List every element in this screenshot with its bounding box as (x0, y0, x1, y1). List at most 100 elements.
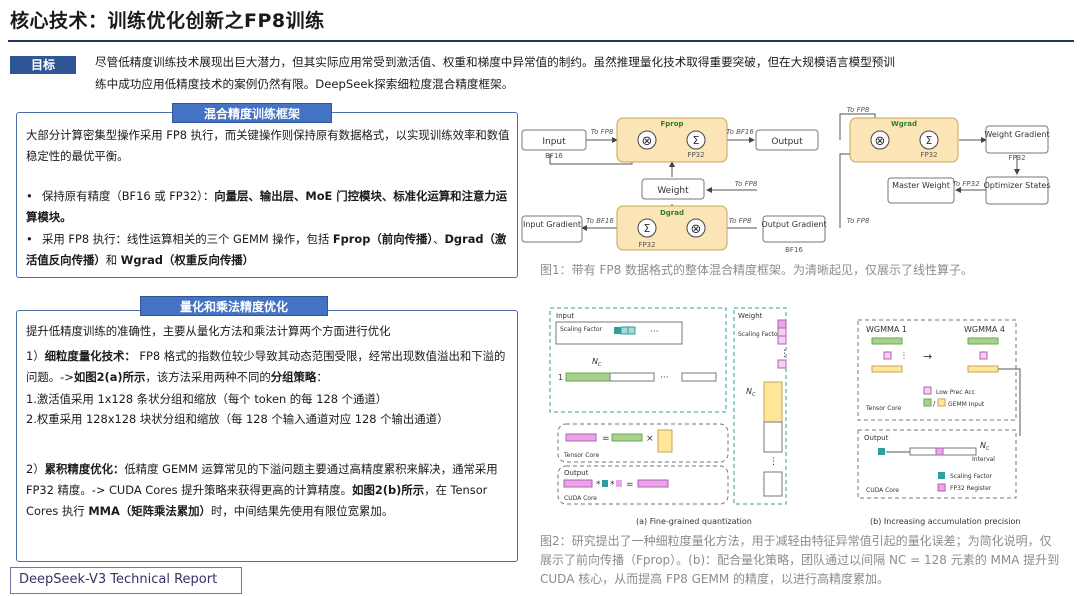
input-gradient-box (521, 215, 583, 243)
svg-text:Dgrad: Dgrad (660, 209, 684, 217)
footer-source: DeepSeek-V3 Technical Report (10, 567, 242, 594)
figure-2-diagram: Input Scaling Factor ··· N C 1 ··· Weigh… (549, 307, 1021, 526)
figure-1-diagram: ⊗ Σ ⊗ Σ Σ ⊗ Fprop Wgrad Dgrad FP32 FP32 … (521, 106, 1051, 254)
svg-text:×: × (646, 434, 654, 444)
svg-text:FP32 Register: FP32 Register (950, 485, 992, 492)
svg-text:⋮: ⋮ (780, 349, 789, 359)
svg-text:N: N (592, 357, 598, 366)
quantization-tag: 量化和乘法精度优化 (140, 296, 328, 316)
output-box (755, 129, 819, 151)
wgrad-block (849, 117, 959, 163)
goal-line-2: 练中成功应用低精度技术的案例仍然有限。DeepSeek探索细粒度混合精度框架。 (95, 77, 514, 91)
svg-text:BF16: BF16 (785, 246, 803, 254)
accumulation-text: 2）累积精度优化：低精度 GEMM 运算常见的下溢问题主要通过高精度累积来解决，… (26, 462, 498, 518)
svg-text:=: = (602, 434, 610, 444)
dgrad-mul: ⊗ (691, 222, 702, 237)
figure-1-caption: 图1：带有 FP8 数据格式的整体混合精度框架。为清晰起见，仅展示了线性算子。 (540, 263, 974, 277)
optimizer-states-box (985, 176, 1049, 205)
svg-text:Scaling Factor: Scaling Factor (560, 326, 603, 333)
svg-text:Scaling Factor: Scaling Factor (738, 331, 781, 338)
svg-text:Weight: Weight (657, 186, 689, 196)
svg-text:C: C (986, 446, 990, 452)
svg-text:FP32: FP32 (638, 241, 655, 249)
svg-text:⋮: ⋮ (900, 351, 908, 360)
svg-text:CUDA Core: CUDA Core (866, 487, 899, 494)
svg-text:Wgrad: Wgrad (891, 120, 917, 128)
svg-text:=: = (626, 480, 634, 490)
figure-2-caption: 图2：研究提出了一种细粒度量化方法，用于减轻由特征异常值引起的量化误差；为简化说… (540, 534, 1060, 586)
svg-text:FP32: FP32 (687, 151, 704, 159)
dgrad-block (616, 205, 728, 251)
svg-text:Low Prec Acc: Low Prec Acc (936, 389, 975, 396)
svg-text:/: / (933, 400, 936, 408)
svg-text:Optimizer States: Optimizer States (983, 181, 1050, 190)
svg-text:⋮: ⋮ (769, 457, 778, 467)
svg-text:Fprop: Fprop (660, 120, 683, 128)
goal-tag: 目标 (10, 56, 76, 74)
svg-text:Input Gradient: Input Gradient (523, 220, 581, 229)
mixed-precision-bullet-2: •采用 FP8 执行：线性运算相关的三个 GEMM 操作，包括 Fprop（前向… (26, 229, 514, 271)
quantization-intro: 提升低精度训练的准确性，主要从量化方法和乘法计算两个方面进行优化 (26, 324, 391, 338)
title-divider (8, 40, 1074, 42)
input-box (521, 129, 587, 151)
svg-text:Tensor Core: Tensor Core (865, 405, 902, 412)
bullet-marker: • (26, 232, 33, 246)
svg-text:Output: Output (771, 137, 803, 147)
goal-text: 尽管低精度训练技术展现出巨大潜力，但其实际应用常受到激活值、权重和梯度中异常值的… (95, 51, 1055, 95)
svg-text:Input: Input (542, 137, 566, 147)
mixed-precision-intro: 大部分计算密集型操作采用 FP8 执行，而关键操作则保持原有数据格式，以实现训练… (26, 128, 510, 163)
svg-text:Output: Output (564, 469, 589, 477)
svg-text:CUDA Core: CUDA Core (564, 495, 597, 502)
svg-text:Output Gradient: Output Gradient (761, 220, 826, 229)
svg-text:···: ··· (660, 373, 669, 383)
svg-text:Input: Input (556, 312, 574, 320)
page-title: 核心技术：训练优化创新之FP8训练 (10, 10, 325, 32)
mixed-precision-bullet-1: •保持原有精度（BF16 或 FP32）：向量层、输出层、MoE 门控模块、标准… (26, 186, 514, 228)
svg-text:C: C (752, 392, 756, 398)
svg-text:(b) Increasing accumulation pr: (b) Increasing accumulation precision (870, 517, 1020, 526)
weight-gradient-box (985, 125, 1049, 154)
svg-text:To FP8: To FP8 (847, 106, 870, 114)
fprop-sum: Σ (693, 134, 700, 147)
svg-text:Interval: Interval (972, 456, 995, 463)
weight-grouping: 2.权重采用 128x128 块状分组和缩放（每 128 个输入通道对应 128… (26, 412, 449, 426)
svg-text:(a) Fine-grained quantization: (a) Fine-grained quantization (636, 517, 752, 526)
svg-text:Weight Gradient: Weight Gradient (984, 130, 1049, 139)
svg-text:*: * (610, 480, 615, 490)
svg-text:FP32: FP32 (1008, 154, 1025, 162)
master-weight-box (887, 177, 955, 204)
svg-text:To FP8: To FP8 (591, 128, 614, 136)
wgrad-mul: ⊗ (875, 134, 886, 149)
quantization-panel (16, 310, 518, 562)
svg-text:To BF16: To BF16 (726, 128, 754, 136)
svg-text:To FP8: To FP8 (735, 180, 758, 188)
wgrad-sum: Σ (926, 134, 933, 147)
svg-text:Master Weight: Master Weight (892, 181, 950, 190)
svg-text:FP32: FP32 (920, 151, 937, 159)
svg-text:WGMMA 4: WGMMA 4 (964, 325, 1005, 334)
svg-text:GEMM Input: GEMM Input (948, 401, 985, 408)
svg-text:WGMMA 1: WGMMA 1 (866, 325, 907, 334)
svg-text:N: N (980, 441, 986, 450)
svg-text:N: N (746, 387, 752, 396)
weight-box (641, 178, 705, 200)
svg-text:*: * (596, 480, 601, 490)
svg-text:Tensor Core: Tensor Core (563, 452, 600, 459)
output-gradient-box (762, 215, 826, 243)
bullet-marker: • (26, 189, 33, 203)
svg-text:1: 1 (558, 373, 563, 382)
svg-text:C: C (598, 362, 602, 368)
fine-grained-quant-text: 1）细粒度量化技术： FP8 格式的指数位较少导致其动态范围受限，经常出现数值溢… (26, 349, 506, 384)
activation-grouping: 1.激活值采用 1x128 条状分组和缩放（每个 token 的每 128 个通… (26, 392, 388, 406)
mixed-precision-panel (16, 112, 518, 278)
svg-text:→: → (923, 350, 932, 363)
svg-text:Scaling Factor: Scaling Factor (950, 473, 993, 480)
fprop-block (616, 117, 728, 163)
svg-text:To FP8: To FP8 (729, 217, 752, 225)
svg-text:To BF16: To BF16 (586, 217, 614, 225)
svg-text:BF16: BF16 (545, 152, 563, 160)
svg-text:Output: Output (864, 434, 889, 442)
fprop-mul: ⊗ (642, 134, 653, 149)
svg-text:To FP32: To FP32 (952, 180, 980, 188)
svg-text:Weight: Weight (738, 312, 763, 320)
